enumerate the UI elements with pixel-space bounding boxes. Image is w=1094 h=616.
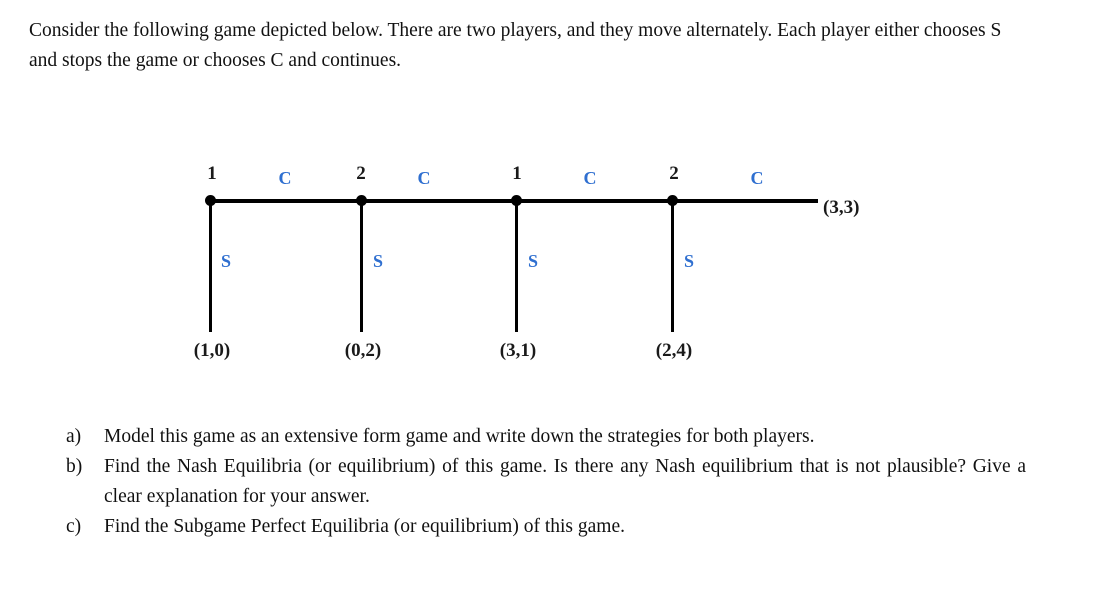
stop-label-4: S — [684, 251, 695, 271]
stop-branch-3-line — [515, 201, 518, 332]
stop-label-3: S — [528, 251, 539, 271]
stop-label-1: S — [221, 251, 232, 271]
payoff-stop-4: (2,4) — [655, 340, 693, 361]
payoff-stop-2: (0,2) — [344, 340, 382, 361]
question-marker-a: a) — [66, 426, 82, 447]
continue-label-3: C — [583, 168, 597, 188]
payoff-stop-1: (1,0) — [193, 340, 231, 361]
decision-node-4-dot — [667, 195, 678, 206]
question-text-a: Model this game as an extensive form gam… — [104, 426, 815, 447]
decision-node-2-dot — [356, 195, 367, 206]
question-item-a: a) Model this game as an extensive form … — [66, 422, 1026, 452]
intro-paragraph: Consider the following game depicted bel… — [29, 20, 1002, 71]
decision-node-2-player-label: 2 — [356, 163, 366, 184]
stop-branch-4-line — [671, 201, 674, 332]
continue-label-4: C — [750, 168, 764, 188]
stop-branch-1-line — [209, 201, 212, 332]
question-list: a) Model this game as an extensive form … — [66, 422, 1026, 542]
question-item-c: c) Find the Subgame Perfect Equilibria (… — [66, 512, 1026, 542]
decision-node-1-dot — [205, 195, 216, 206]
stop-label-2: S — [373, 251, 384, 271]
decision-node-3-dot — [511, 195, 522, 206]
question-text-b: Find the Nash Equilibria (or equilibrium… — [104, 456, 1026, 507]
question-marker-c: c) — [66, 516, 82, 537]
continue-label-1: C — [278, 168, 292, 188]
payoff-stop-3: (3,1) — [499, 340, 537, 361]
payoff-terminal: (3,3) — [823, 197, 860, 218]
decision-node-4-player-label: 2 — [669, 163, 679, 184]
question-marker-b: b) — [66, 456, 83, 477]
stop-branch-2-line — [360, 201, 363, 332]
question-text-c: Find the Subgame Perfect Equilibria (or … — [104, 516, 625, 537]
question-item-b: b) Find the Nash Equilibria (or equilibr… — [66, 452, 1026, 512]
continue-label-2: C — [417, 168, 431, 188]
decision-node-3-player-label: 1 — [512, 163, 522, 184]
decision-node-1-player-label: 1 — [207, 163, 217, 184]
